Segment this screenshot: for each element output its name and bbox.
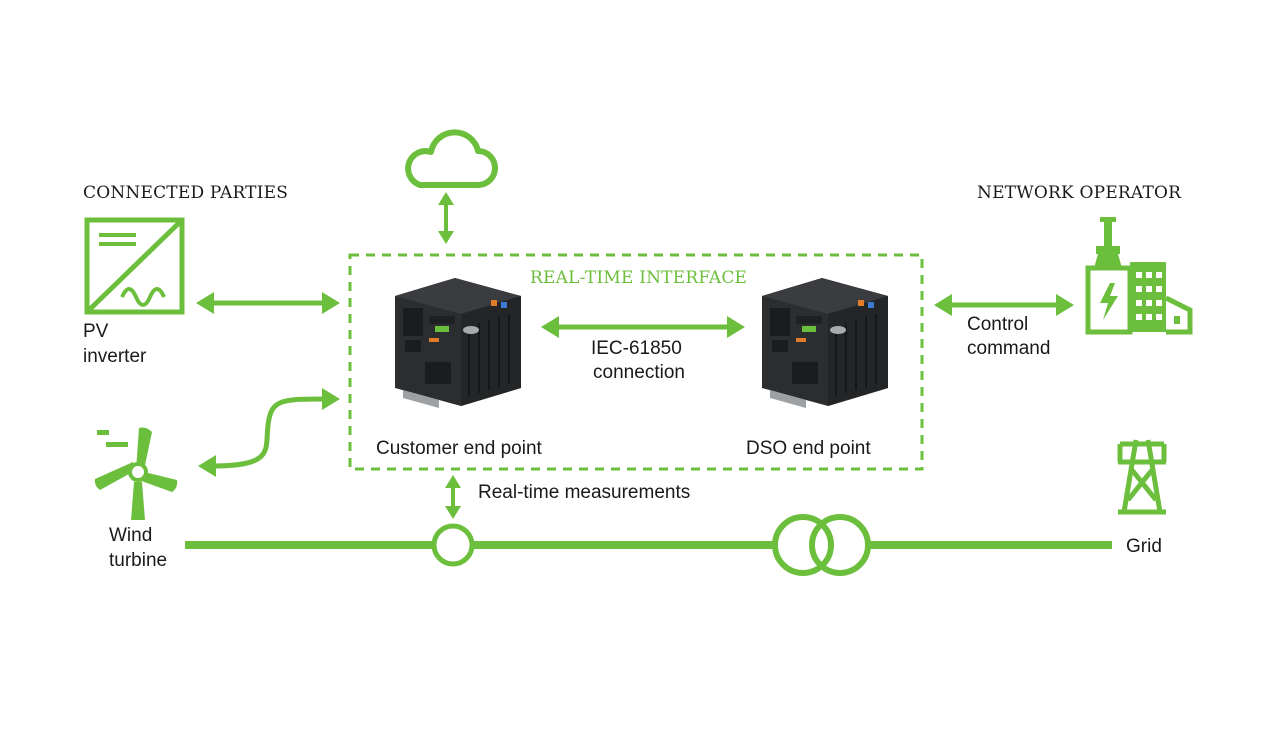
- dso-controller-device: [761, 277, 889, 409]
- pv-interface-arrow: [196, 292, 340, 314]
- network-operator-heading: NETWORK OPERATOR: [977, 183, 1182, 203]
- iec-connection-arrow: [541, 316, 745, 338]
- realtime-measurements-label: Real-time measurements: [478, 482, 690, 503]
- measurement-arrow: [445, 475, 461, 519]
- iec-connection-label: IEC-61850 connection: [591, 338, 687, 383]
- transmission-tower-icon: [1117, 439, 1167, 515]
- pv-inverter-label: PV inverter: [83, 321, 147, 367]
- control-command-arrow: [934, 294, 1074, 316]
- grid-label: Grid: [1126, 536, 1162, 557]
- realtime-interface-box: [348, 253, 924, 471]
- customer-controller-device: [394, 277, 522, 409]
- wind-interface-arrow: [198, 388, 340, 477]
- dso-end-point-label: DSO end point: [746, 438, 871, 459]
- current-sensor-icon: [431, 523, 475, 567]
- control-command-label: Control command: [967, 314, 1050, 359]
- wind-turbine-icon: [94, 427, 178, 520]
- customer-end-point-label: Customer end point: [376, 438, 543, 459]
- connected-parties-heading: CONNECTED PARTIES: [83, 183, 288, 203]
- cloud-icon: [405, 129, 498, 188]
- wind-turbine-label: Wind turbine: [109, 525, 167, 571]
- cloud-arrow: [438, 192, 454, 244]
- realtime-interface-heading: REAL-TIME INTERFACE: [530, 268, 747, 288]
- transformer-icon: [772, 514, 871, 576]
- power-plant-icon: [1085, 217, 1193, 335]
- pv-inverter-icon: [84, 217, 185, 315]
